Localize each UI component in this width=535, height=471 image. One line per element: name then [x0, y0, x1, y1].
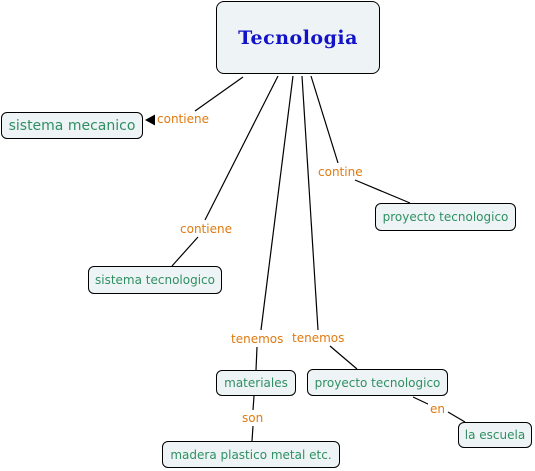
- connector-line: [255, 346, 258, 371]
- root-node-tecnologia[interactable]: Tecnologia: [216, 1, 380, 74]
- connector-line: [329, 345, 358, 370]
- connector-line: [204, 75, 279, 221]
- node-sistema-tecnologico[interactable]: sistema tecnologico: [88, 266, 222, 294]
- node-label: sistema mecanico: [8, 117, 136, 134]
- node-label: madera plastico metal etc.: [170, 447, 332, 462]
- connector-line: [310, 75, 339, 164]
- link-label-en[interactable]: en: [428, 402, 447, 416]
- connector-line: [194, 76, 244, 112]
- node-label: proyecto tecnologico: [382, 210, 509, 224]
- link-label-contiene[interactable]: contiene: [155, 112, 211, 126]
- connector-line: [252, 395, 255, 411]
- link-label-tenemos[interactable]: tenemos: [229, 332, 286, 346]
- node-materiales[interactable]: materiales: [216, 370, 296, 396]
- node-label: materiales: [224, 376, 288, 390]
- connector-line: [251, 425, 254, 442]
- link-label-contine[interactable]: contine: [316, 165, 365, 179]
- node-la-escuela[interactable]: la escuela: [458, 422, 532, 448]
- connector-line: [171, 236, 199, 267]
- node-madera-plastico-metal[interactable]: madera plastico metal etc.: [162, 441, 340, 468]
- root-node-label: Tecnologia: [238, 26, 358, 49]
- node-proyecto-tecnologico-1[interactable]: proyecto tecnologico: [375, 203, 516, 231]
- node-sistema-mecanico[interactable]: sistema mecanico: [1, 112, 143, 139]
- link-label-tenemos[interactable]: tenemos: [290, 331, 347, 345]
- connector-line: [301, 75, 319, 331]
- node-label: proyecto tecnologico: [314, 375, 441, 390]
- link-label-son[interactable]: son: [240, 411, 266, 425]
- connector-line: [354, 179, 411, 204]
- connector-line: [260, 75, 294, 331]
- node-label: sistema tecnologico: [95, 273, 215, 287]
- node-proyecto-tecnologico-2[interactable]: proyecto tecnologico: [307, 369, 448, 396]
- link-label-contiene[interactable]: contiene: [178, 222, 234, 236]
- node-label: la escuela: [464, 428, 526, 442]
- connector-line: [412, 396, 431, 406]
- connector-line: [447, 411, 466, 423]
- arrowhead-icon: [145, 114, 156, 126]
